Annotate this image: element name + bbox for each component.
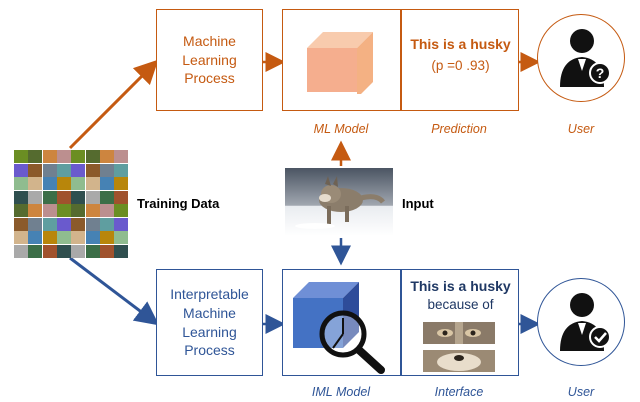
training-data-label: Training Data — [137, 196, 220, 211]
training-thumbnail — [114, 190, 129, 204]
training-thumbnail — [71, 190, 86, 204]
ml-model-panel: This is a husky (p =0 .93) — [282, 9, 519, 111]
training-thumbnail — [42, 150, 57, 163]
training-thumbnail — [28, 204, 43, 217]
training-thumbnail — [56, 190, 71, 204]
training-thumbnail — [14, 150, 28, 163]
training-thumbnail — [42, 244, 57, 258]
user-question-icon: ? — [560, 29, 610, 87]
training-thumbnail — [71, 150, 86, 163]
iml-panel-divider — [400, 270, 402, 375]
training-thumbnail — [85, 177, 100, 190]
training-thumbnail — [114, 177, 129, 190]
training-thumbnail — [14, 177, 28, 190]
training-thumbnail — [14, 231, 28, 244]
training-thumbnail — [85, 163, 100, 177]
training-thumbnail — [71, 231, 86, 244]
training-data-image — [14, 150, 129, 258]
training-thumbnail — [42, 190, 57, 204]
training-thumbnail — [56, 177, 71, 190]
training-thumbnail — [85, 244, 100, 258]
training-thumbnail — [42, 217, 57, 231]
bottom-user-circle — [537, 278, 625, 366]
training-thumbnail — [99, 231, 114, 244]
training-thumbnail — [14, 244, 28, 258]
magnifier-icon — [319, 310, 385, 374]
explanation-patch-eyes — [423, 322, 495, 344]
arrow-training-to-ml — [68, 59, 159, 150]
iml-process-box: Interpretable Machine Learning Process — [156, 269, 263, 376]
training-thumbnail — [14, 217, 28, 231]
training-thumbnail — [14, 204, 28, 217]
training-thumbnail — [28, 163, 43, 177]
training-thumbnail — [71, 177, 86, 190]
training-thumbnail — [42, 177, 57, 190]
training-thumbnail — [71, 244, 86, 258]
training-thumbnail — [99, 204, 114, 217]
ml-model-cube-icon — [307, 32, 373, 94]
iml-model-caption: IML Model — [311, 385, 371, 399]
arrow-training-to-iml — [69, 256, 160, 326]
ml-process-box: Machine Learning Process — [156, 9, 263, 111]
interface-title: This is a husky — [410, 278, 511, 294]
interface-caption: Interface — [434, 385, 484, 399]
training-thumbnail — [14, 190, 28, 204]
prediction-caption: Prediction — [431, 122, 487, 136]
ml-panel-divider — [400, 10, 402, 110]
training-thumbnail — [56, 204, 71, 217]
training-thumbnail — [99, 177, 114, 190]
explanation-patch-muzzle — [423, 350, 495, 372]
training-thumbnail — [114, 163, 129, 177]
iml-model-panel: This is a husky because of — [282, 269, 519, 376]
iml-model-cube-icon — [293, 282, 359, 348]
training-thumbnail — [99, 217, 114, 231]
training-thumbnail — [28, 217, 43, 231]
training-thumbnail — [99, 163, 114, 177]
training-thumbnail — [28, 231, 43, 244]
training-thumbnail — [28, 190, 43, 204]
training-thumbnail — [99, 150, 114, 163]
bottom-user-caption: User — [567, 385, 595, 399]
training-thumbnail — [56, 163, 71, 177]
training-thumbnail — [56, 244, 71, 258]
training-thumbnail — [85, 150, 100, 163]
interface-text: This is a husky because of — [402, 278, 519, 312]
input-wolf-image — [285, 168, 393, 236]
training-thumbnail — [71, 163, 86, 177]
svg-text:?: ? — [596, 65, 605, 81]
training-thumbnail — [99, 190, 114, 204]
ml-model-caption: ML Model — [313, 122, 369, 136]
training-thumbnail — [28, 177, 43, 190]
training-thumbnail — [114, 204, 129, 217]
training-thumbnail — [85, 204, 100, 217]
training-thumbnail — [42, 204, 57, 217]
prediction-text: This is a husky (p =0 .93) — [402, 36, 519, 73]
training-thumbnail — [56, 217, 71, 231]
training-thumbnail — [14, 163, 28, 177]
top-user-circle: ? — [537, 14, 625, 102]
user-check-icon — [560, 293, 610, 351]
top-user-caption: User — [567, 122, 595, 136]
input-label: Input — [402, 196, 434, 211]
training-thumbnail — [99, 244, 114, 258]
training-thumbnail — [71, 204, 86, 217]
training-thumbnail — [85, 190, 100, 204]
training-thumbnail — [114, 231, 129, 244]
training-thumbnail — [56, 231, 71, 244]
training-thumbnail — [28, 244, 43, 258]
training-thumbnail — [56, 150, 71, 163]
interface-subtitle: because of — [427, 297, 494, 312]
training-thumbnail — [114, 244, 129, 258]
training-thumbnail — [85, 231, 100, 244]
training-thumbnail — [28, 150, 43, 163]
training-thumbnail — [42, 163, 57, 177]
training-thumbnail — [114, 217, 129, 231]
training-thumbnail — [114, 150, 129, 163]
prediction-title: This is a husky — [410, 36, 511, 52]
training-thumbnail — [42, 231, 57, 244]
training-thumbnail — [85, 217, 100, 231]
prediction-probability: (p =0 .93) — [431, 58, 490, 73]
training-thumbnail — [71, 217, 86, 231]
